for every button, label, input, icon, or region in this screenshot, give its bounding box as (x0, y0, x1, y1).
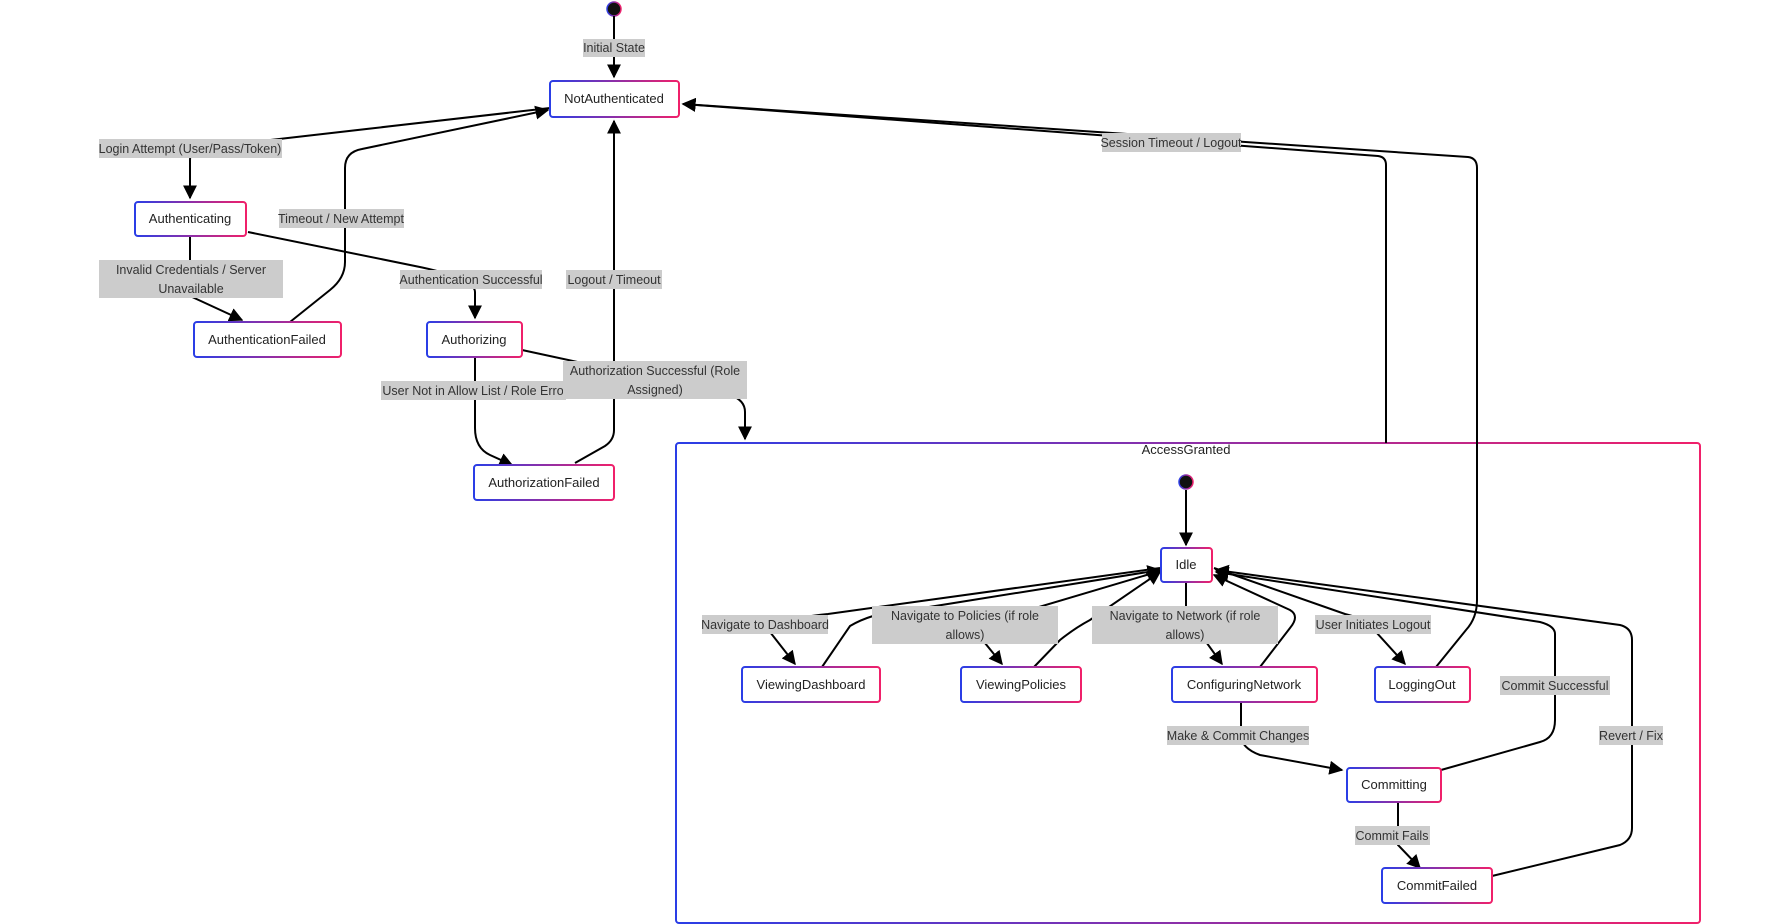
label-navigate-network: Navigate to Network (if role allows) (1092, 606, 1278, 644)
label-user-not-in-allow-list: User Not in Allow List / Role Erro (381, 381, 566, 400)
state-commit-failed[interactable]: CommitFailed (1381, 867, 1493, 904)
svg-text:ViewingDashboard: ViewingDashboard (757, 677, 866, 692)
svg-text:Revert / Fix: Revert / Fix (1599, 729, 1664, 743)
svg-text:Make & Commit Changes: Make & Commit Changes (1167, 729, 1309, 743)
label-invalid-credentials: Invalid Credentials / Server Unavailable (99, 260, 283, 298)
label-user-initiates-logout: User Initiates Logout (1315, 615, 1431, 634)
svg-text:Initial State: Initial State (583, 41, 645, 55)
state-authentication-failed[interactable]: AuthenticationFailed (193, 321, 342, 358)
state-idle[interactable]: Idle (1160, 547, 1213, 583)
svg-text:Timeout / New Attempt: Timeout / New Attempt (278, 212, 404, 226)
svg-text:AuthorizationFailed: AuthorizationFailed (488, 475, 599, 490)
label-commit-fails: Commit Fails (1355, 826, 1430, 845)
label-revert-fix: Revert / Fix (1599, 726, 1664, 745)
svg-text:Authentication Successful: Authentication Successful (399, 273, 542, 287)
svg-text:Authorization Successful (Role: Authorization Successful (Role (570, 364, 740, 378)
svg-text:ConfiguringNetwork: ConfiguringNetwork (1187, 677, 1302, 692)
svg-text:User Initiates Logout: User Initiates Logout (1316, 618, 1431, 632)
label-authorization-successful: Authorization Successful (Role Assigned) (563, 361, 747, 399)
svg-text:Commit Successful: Commit Successful (1502, 679, 1609, 693)
states: NotAuthenticated Authenticating Authenti… (134, 80, 1493, 904)
edge-session-timeout (681, 97, 1387, 443)
svg-text:Commit Fails: Commit Fails (1356, 829, 1429, 843)
svg-text:Navigate to Network (if role: Navigate to Network (if role (1110, 609, 1261, 623)
edge-policies-to-idle (1033, 571, 1162, 668)
inner-initial-point (1178, 474, 1194, 490)
label-navigate-dashboard: Navigate to Dashboard (701, 615, 829, 634)
svg-text:allows): allows) (1166, 628, 1205, 642)
svg-text:LoggingOut: LoggingOut (1388, 677, 1456, 692)
label-commit-successful: Commit Successful (1500, 676, 1610, 695)
edge-user-not-in-allow-list (474, 357, 514, 467)
svg-text:Authorizing: Authorizing (441, 332, 506, 347)
state-logging-out[interactable]: LoggingOut (1374, 666, 1471, 703)
edge-logout-to-notauth (681, 97, 1478, 668)
initial-point (606, 1, 622, 17)
svg-text:Logout / Timeout: Logout / Timeout (567, 273, 661, 287)
svg-text:allows): allows) (946, 628, 985, 642)
state-configuring-network[interactable]: ConfiguringNetwork (1171, 666, 1318, 703)
svg-text:Navigate to Policies (if role: Navigate to Policies (if role (891, 609, 1039, 623)
svg-text:Committing: Committing (1361, 777, 1427, 792)
state-committing[interactable]: Committing (1346, 767, 1442, 803)
label-navigate-policies: Navigate to Policies (if role allows) (872, 606, 1058, 644)
svg-text:Invalid Credentials / Server: Invalid Credentials / Server (116, 263, 266, 277)
edge-network-to-idle (1212, 573, 1296, 668)
access-granted-title: AccessGranted (1142, 442, 1231, 457)
label-logout-timeout: Logout / Timeout (566, 270, 662, 289)
svg-text:Idle: Idle (1176, 557, 1197, 572)
svg-text:User Not in Allow List / Role: User Not in Allow List / Role Erro (382, 384, 563, 398)
svg-text:ViewingPolicies: ViewingPolicies (976, 677, 1067, 692)
svg-text:Session Timeout / Logout: Session Timeout / Logout (1100, 136, 1242, 150)
edges (183, 16, 1633, 877)
label-initial-state: Initial State (583, 39, 645, 57)
svg-text:Authenticating: Authenticating (149, 211, 231, 226)
state-not-authenticated[interactable]: NotAuthenticated (549, 80, 680, 118)
svg-text:Navigate to Dashboard: Navigate to Dashboard (701, 618, 829, 632)
transition-labels: Initial State Login Attempt (User/Pass/T… (99, 39, 1664, 845)
svg-text:Assigned): Assigned) (627, 383, 683, 397)
state-authenticating[interactable]: Authenticating (134, 201, 247, 237)
composite-access-granted: AccessGranted (675, 442, 1701, 924)
label-make-commit-changes: Make & Commit Changes (1167, 726, 1309, 745)
label-timeout-new-attempt: Timeout / New Attempt (278, 209, 405, 228)
edge-logout-timeout (574, 119, 621, 464)
state-authorizing[interactable]: Authorizing (426, 321, 523, 358)
svg-text:NotAuthenticated: NotAuthenticated (564, 91, 664, 106)
svg-text:Unavailable: Unavailable (158, 282, 223, 296)
svg-text:Login Attempt (User/Pass/Token: Login Attempt (User/Pass/Token) (99, 142, 282, 156)
label-authentication-successful: Authentication Successful (399, 270, 543, 289)
svg-text:AuthenticationFailed: AuthenticationFailed (208, 332, 326, 347)
label-login-attempt: Login Attempt (User/Pass/Token) (99, 139, 282, 158)
state-authorization-failed[interactable]: AuthorizationFailed (473, 464, 615, 501)
label-session-timeout-logout: Session Timeout / Logout (1100, 133, 1242, 152)
state-viewing-policies[interactable]: ViewingPolicies (960, 666, 1082, 703)
svg-text:CommitFailed: CommitFailed (1397, 878, 1477, 893)
state-viewing-dashboard[interactable]: ViewingDashboard (741, 666, 881, 703)
